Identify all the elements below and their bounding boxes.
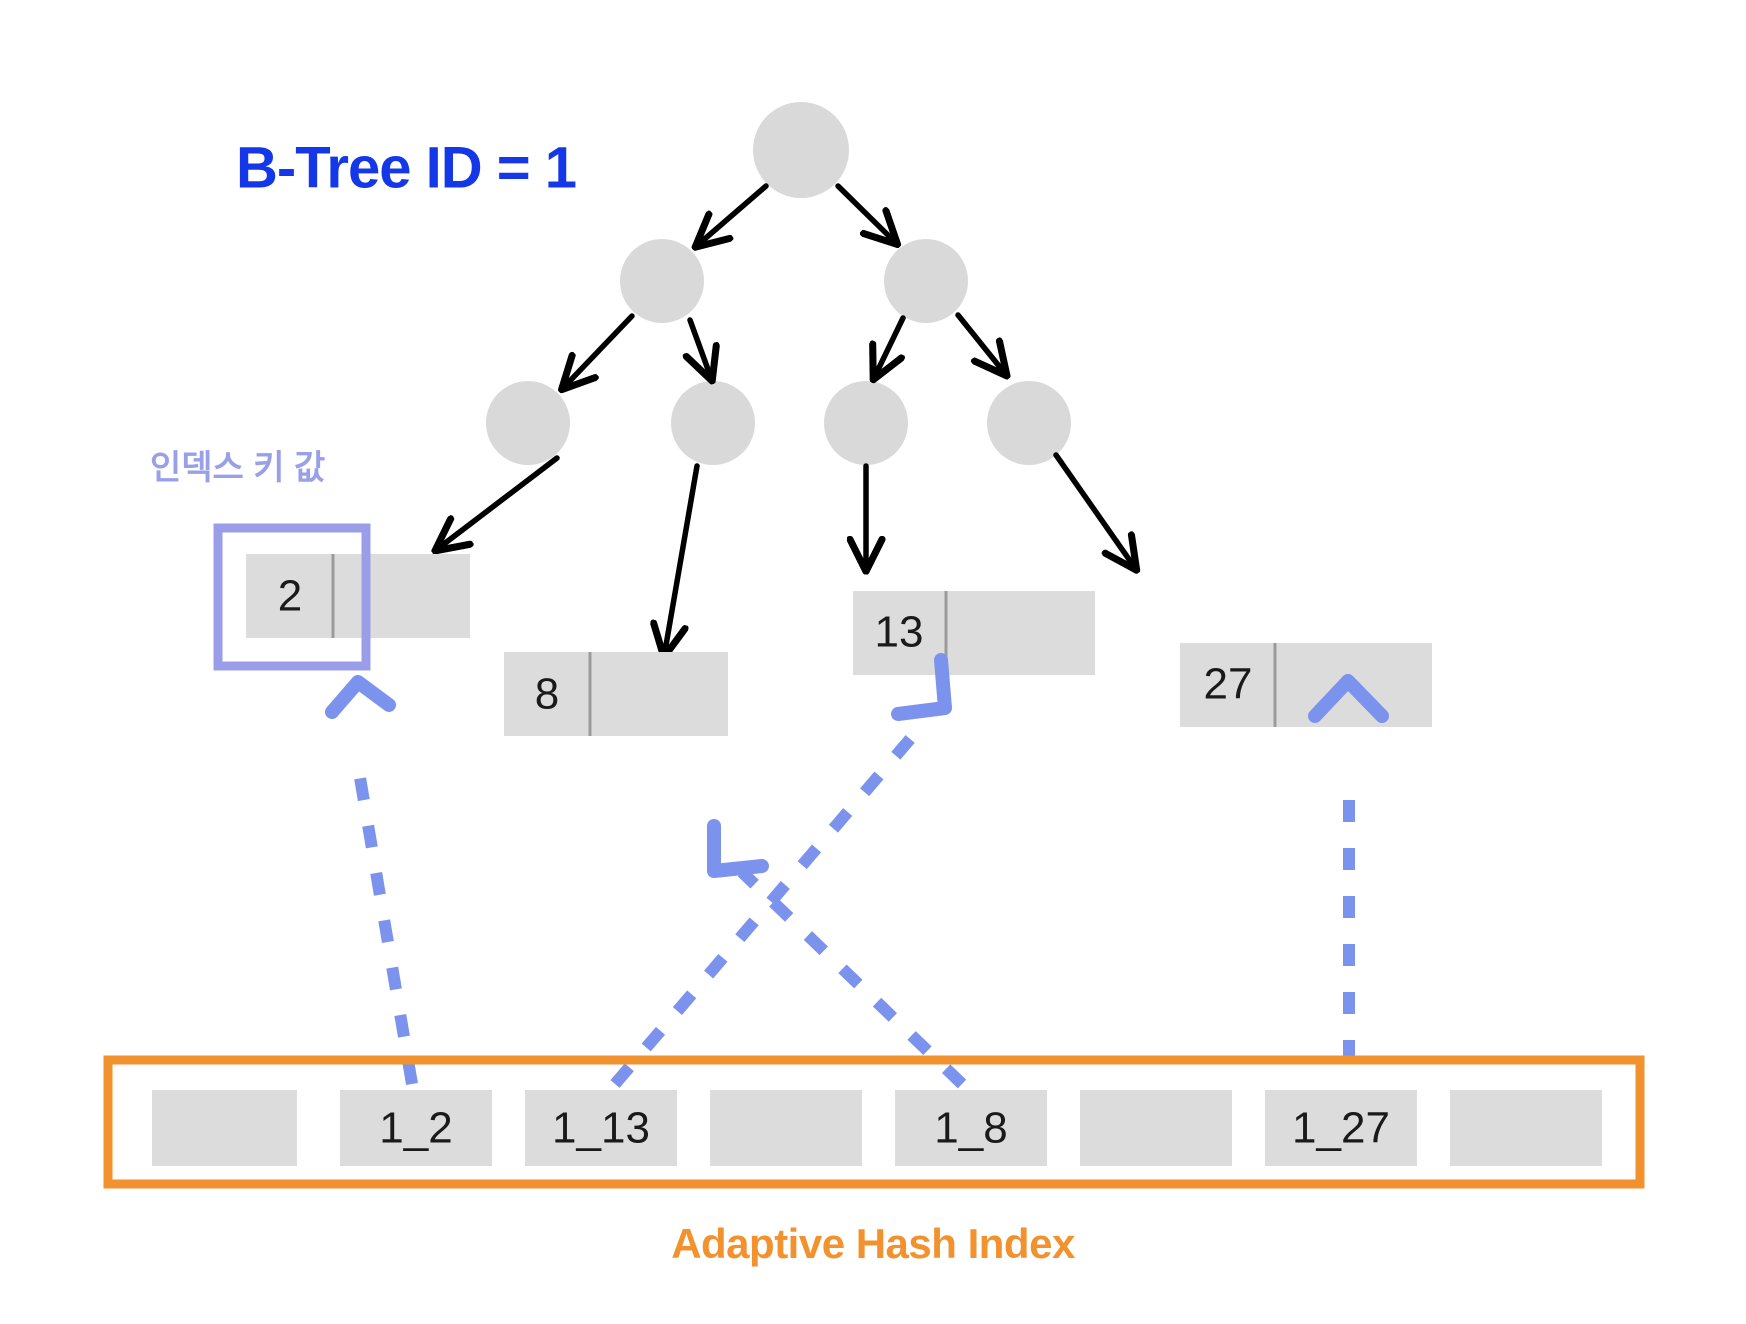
leaf-node-27: 27 bbox=[1180, 643, 1432, 727]
hash-cell-1-box bbox=[340, 1090, 492, 1166]
hash-cell-0-box bbox=[152, 1090, 297, 1166]
hash-cell-4[interactable]: 1_8 bbox=[895, 1090, 1047, 1166]
hash-cell-6-box bbox=[1265, 1090, 1417, 1166]
hash-cell-1[interactable]: 1_2 bbox=[340, 1090, 492, 1166]
leaf-8-key: 8 bbox=[535, 670, 559, 719]
hash-link-1_27-arrowhead bbox=[1308, 674, 1389, 723]
index-key-label: 인덱스 키 값 bbox=[150, 449, 325, 487]
leaf-node-8: 8 bbox=[504, 652, 728, 736]
hash-cell-7[interactable] bbox=[1450, 1090, 1602, 1166]
hash-index-container bbox=[103, 1055, 1645, 1189]
btree-node-level2-d bbox=[987, 381, 1071, 465]
leaf-27-key: 27 bbox=[1204, 660, 1253, 709]
tree-edge-l2b-to-leaf8 bbox=[665, 463, 700, 651]
hash-link-1_2-arrowhead bbox=[325, 675, 396, 719]
leaf-13-box bbox=[853, 591, 1095, 675]
hash-cell-4-box bbox=[895, 1090, 1047, 1166]
hash-cell-3-box bbox=[710, 1090, 862, 1166]
hash-cell-2[interactable]: 1_13 bbox=[525, 1090, 677, 1166]
tree-edge-root-to-l1a bbox=[700, 183, 769, 243]
hash-link-1_13-arrowhead bbox=[891, 653, 952, 721]
hash-cell-6[interactable]: 1_27 bbox=[1265, 1090, 1417, 1166]
hash-cell-7-box bbox=[1450, 1090, 1602, 1166]
hash-cell-1-label: 1_2 bbox=[379, 1104, 452, 1153]
hash-index-caption: Adaptive Hash Index bbox=[671, 1220, 1076, 1267]
hash-link-1_13 bbox=[610, 720, 928, 1088]
index-key-highlight-box bbox=[213, 523, 371, 671]
hash-cell-2-label: 1_13 bbox=[552, 1104, 650, 1153]
hash-cell-5[interactable] bbox=[1080, 1090, 1232, 1166]
btree-node-level1-left bbox=[620, 239, 704, 323]
tree-edge-l2d-to-leaf27 bbox=[1053, 452, 1133, 565]
tree-edge-root-to-l1b bbox=[835, 183, 893, 240]
btree-node-level1-right bbox=[884, 239, 968, 323]
hash-cell-3[interactable] bbox=[710, 1090, 862, 1166]
hash-link-1_8 bbox=[737, 867, 967, 1089]
hash-cell-2-box bbox=[525, 1090, 677, 1166]
tree-edge-l1a-to-l2a bbox=[566, 313, 635, 385]
hash-cell-5-box bbox=[1080, 1090, 1232, 1166]
btree-node-level2-c bbox=[824, 381, 908, 465]
btree-node-level2-a bbox=[486, 381, 570, 465]
btree-node-root bbox=[753, 102, 849, 198]
hash-cell-6-label: 1_27 bbox=[1292, 1104, 1390, 1153]
hash-link-1_8-arrowhead bbox=[707, 819, 769, 878]
leaf-node-2: 2 bbox=[246, 554, 470, 638]
leaf-2-box bbox=[246, 554, 470, 638]
page-title: B-Tree ID = 1 bbox=[236, 135, 576, 200]
btree-node-level2-b bbox=[671, 381, 755, 465]
tree-edge-l1b-to-l2d bbox=[955, 312, 1003, 371]
leaf-8-box bbox=[504, 652, 728, 736]
tree-edge-l1b-to-l2c bbox=[876, 315, 906, 374]
hash-index-cells: 1_2 1_13 1_8 1_27 bbox=[152, 1090, 1602, 1166]
hash-link-1_2 bbox=[351, 758, 418, 1086]
leaf-2-key: 2 bbox=[278, 572, 302, 621]
hash-cell-0[interactable] bbox=[152, 1090, 297, 1166]
leaf-27-box bbox=[1180, 643, 1432, 727]
leaf-node-13: 13 bbox=[853, 591, 1095, 675]
tree-edge-l2a-to-leaf2 bbox=[440, 455, 560, 547]
hash-cell-4-label: 1_8 bbox=[934, 1104, 1007, 1153]
leaf-13-key: 13 bbox=[875, 608, 924, 657]
tree-edge-l1a-to-l2b bbox=[690, 317, 710, 375]
